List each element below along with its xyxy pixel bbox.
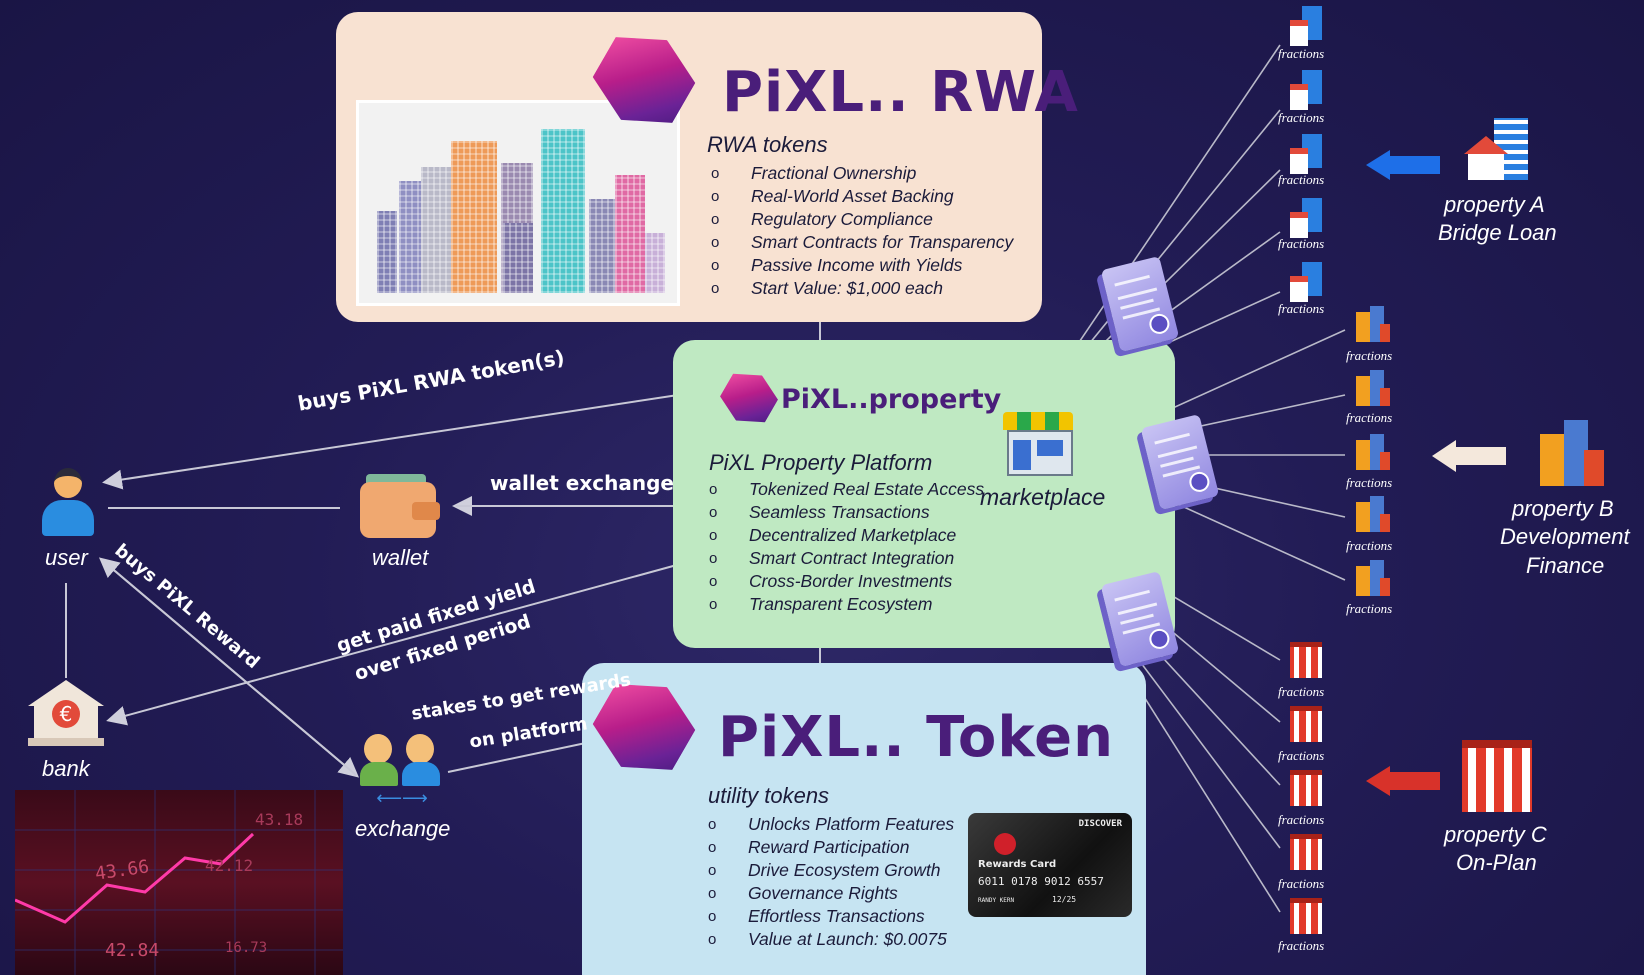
list-item: Effortless Transactions [708,905,954,928]
list-item: Passive Income with Yields [711,254,1013,277]
property-a-icon [1464,118,1530,180]
list-item: Fractional Ownership [711,162,1013,185]
property-b-line3: Finance [1526,553,1605,578]
rwa-feature-list: Fractional Ownership Real-World Asset Ba… [711,162,1013,300]
building-fraction-icon [1356,306,1390,342]
property-c-icon [1462,740,1532,812]
card-number: 6011 0178 9012 6557 [978,875,1104,888]
red-building-fraction-icon [1290,834,1322,870]
rwa-subtitle: RWA tokens [707,132,828,157]
rwa-panel: PiXL.. RWA RWA tokens Fractional Ownersh… [336,12,1078,322]
building-fraction-icon [1356,370,1390,406]
building-fraction-icon [1356,560,1390,596]
user-label: user [45,545,88,570]
list-item: Smart Contracts for Transparency [711,231,1013,254]
wallet-label: wallet [372,545,429,570]
fractions-label: fractions [1278,812,1325,827]
fractions-label: fractions [1278,46,1325,61]
property-a-line1: property A [1444,192,1545,217]
property-c-line2: On-Plan [1456,850,1537,875]
list-item: Seamless Transactions [709,501,984,524]
property-panel: PiXL..property PiXL Property Platform To… [673,340,1175,648]
token-subtitle: utility tokens [708,783,830,808]
card-title: Rewards Card [978,859,1057,870]
fractions-label: fractions [1278,172,1325,187]
red-building-fraction-icon [1290,898,1322,934]
card-expiry: 12/25 [1052,895,1077,904]
list-item: Decentralized Marketplace [709,524,984,547]
token-feature-list: Unlocks Platform Features Reward Partici… [708,813,954,951]
wallet-exchange-label: wallet exchange [490,471,674,495]
marketplace-label: marketplace [980,484,1106,510]
property-b-icon [1540,420,1606,486]
city-skyline-illustration [356,100,680,306]
red-building-fraction-icon [1290,770,1322,806]
fractions-label: fractions [1278,876,1325,891]
building-fraction-icon [1356,434,1390,470]
card-brand: DISCOVER [1078,819,1122,829]
ticker-value: 16.73 [225,940,268,956]
building-fraction-icon [1356,496,1390,532]
bank-label: bank [42,756,90,781]
exchange-people-icon: ⟵⟶ [360,734,446,810]
property-logo: PiXL..property [781,384,1002,415]
house-fraction-icon [1290,262,1322,302]
house-fraction-icon [1290,70,1322,110]
fractions-label: fractions [1346,601,1393,616]
list-item: Start Value: $1,000 each [711,277,1013,300]
house-fraction-icon [1290,198,1322,238]
wallet-icon [360,472,440,538]
property-subtitle: PiXL Property Platform [709,450,933,475]
list-item: Unlocks Platform Features [708,813,954,836]
list-item: Cross-Border Investments [709,570,984,593]
property-c-line1: property C [1444,822,1547,847]
fractions-label: fractions [1278,748,1325,763]
list-item: Real-World Asset Backing [711,185,1013,208]
property-feature-list: Tokenized Real Estate Access Seamless Tr… [709,478,984,616]
list-item: Governance Rights [708,882,954,905]
fractions-label: fractions [1278,110,1325,125]
fractions-label: fractions [1346,475,1393,490]
list-item: Smart Contract Integration [709,547,984,570]
list-item: Regulatory Compliance [711,208,1013,231]
pixl-gem-icon [713,362,784,433]
list-item: Drive Ecosystem Growth [708,859,954,882]
property-a-line2: Bridge Loan [1438,220,1557,245]
exchange-label: exchange [355,816,451,841]
token-panel: PiXL.. Token utility tokens Unlocks Plat… [582,663,1146,975]
house-fraction-icon [1290,6,1322,46]
property-b-line2: Development [1500,524,1630,549]
card-name: RANDY KERN [978,897,1015,904]
property-b-line1: property B [1512,496,1614,521]
list-item: Tokenized Real Estate Access [709,478,984,501]
trading-chart-image: 43.66 42.12 43.18 42.84 16.73 [15,790,343,975]
fractions-label: fractions [1278,236,1325,251]
fractions-label: fractions [1278,301,1325,316]
store-icon [1003,412,1073,476]
red-building-fraction-icon [1290,706,1322,742]
red-building-fraction-icon [1290,642,1322,678]
arrow-left-icon [1432,440,1506,472]
fractions-label: fractions [1278,684,1325,699]
house-fraction-icon [1290,134,1322,174]
ticker-value: 42.84 [105,940,160,961]
list-item: Reward Participation [708,836,954,859]
rewards-card: DISCOVER Rewards Card 6011 0178 9012 655… [968,813,1132,917]
arrow-left-icon [1366,150,1440,180]
bank-icon: € [28,680,104,746]
arrow-left-icon [1366,766,1440,796]
rwa-logo: PiXL.. RWA [722,60,1079,125]
fractions-label: fractions [1346,538,1393,553]
token-logo: PiXL.. Token [718,705,1114,770]
list-item: Transparent Ecosystem [709,593,984,616]
fractions-label: fractions [1346,348,1393,363]
fractions-label: fractions [1346,410,1393,425]
card-logo-icon [994,833,1016,855]
fractions-label: fractions [1278,938,1325,953]
ticker-value: 42.12 [205,856,254,875]
list-item: Value at Launch: $0.0075 [708,928,954,951]
ticker-value: 43.18 [255,810,304,829]
user-icon [42,468,94,538]
